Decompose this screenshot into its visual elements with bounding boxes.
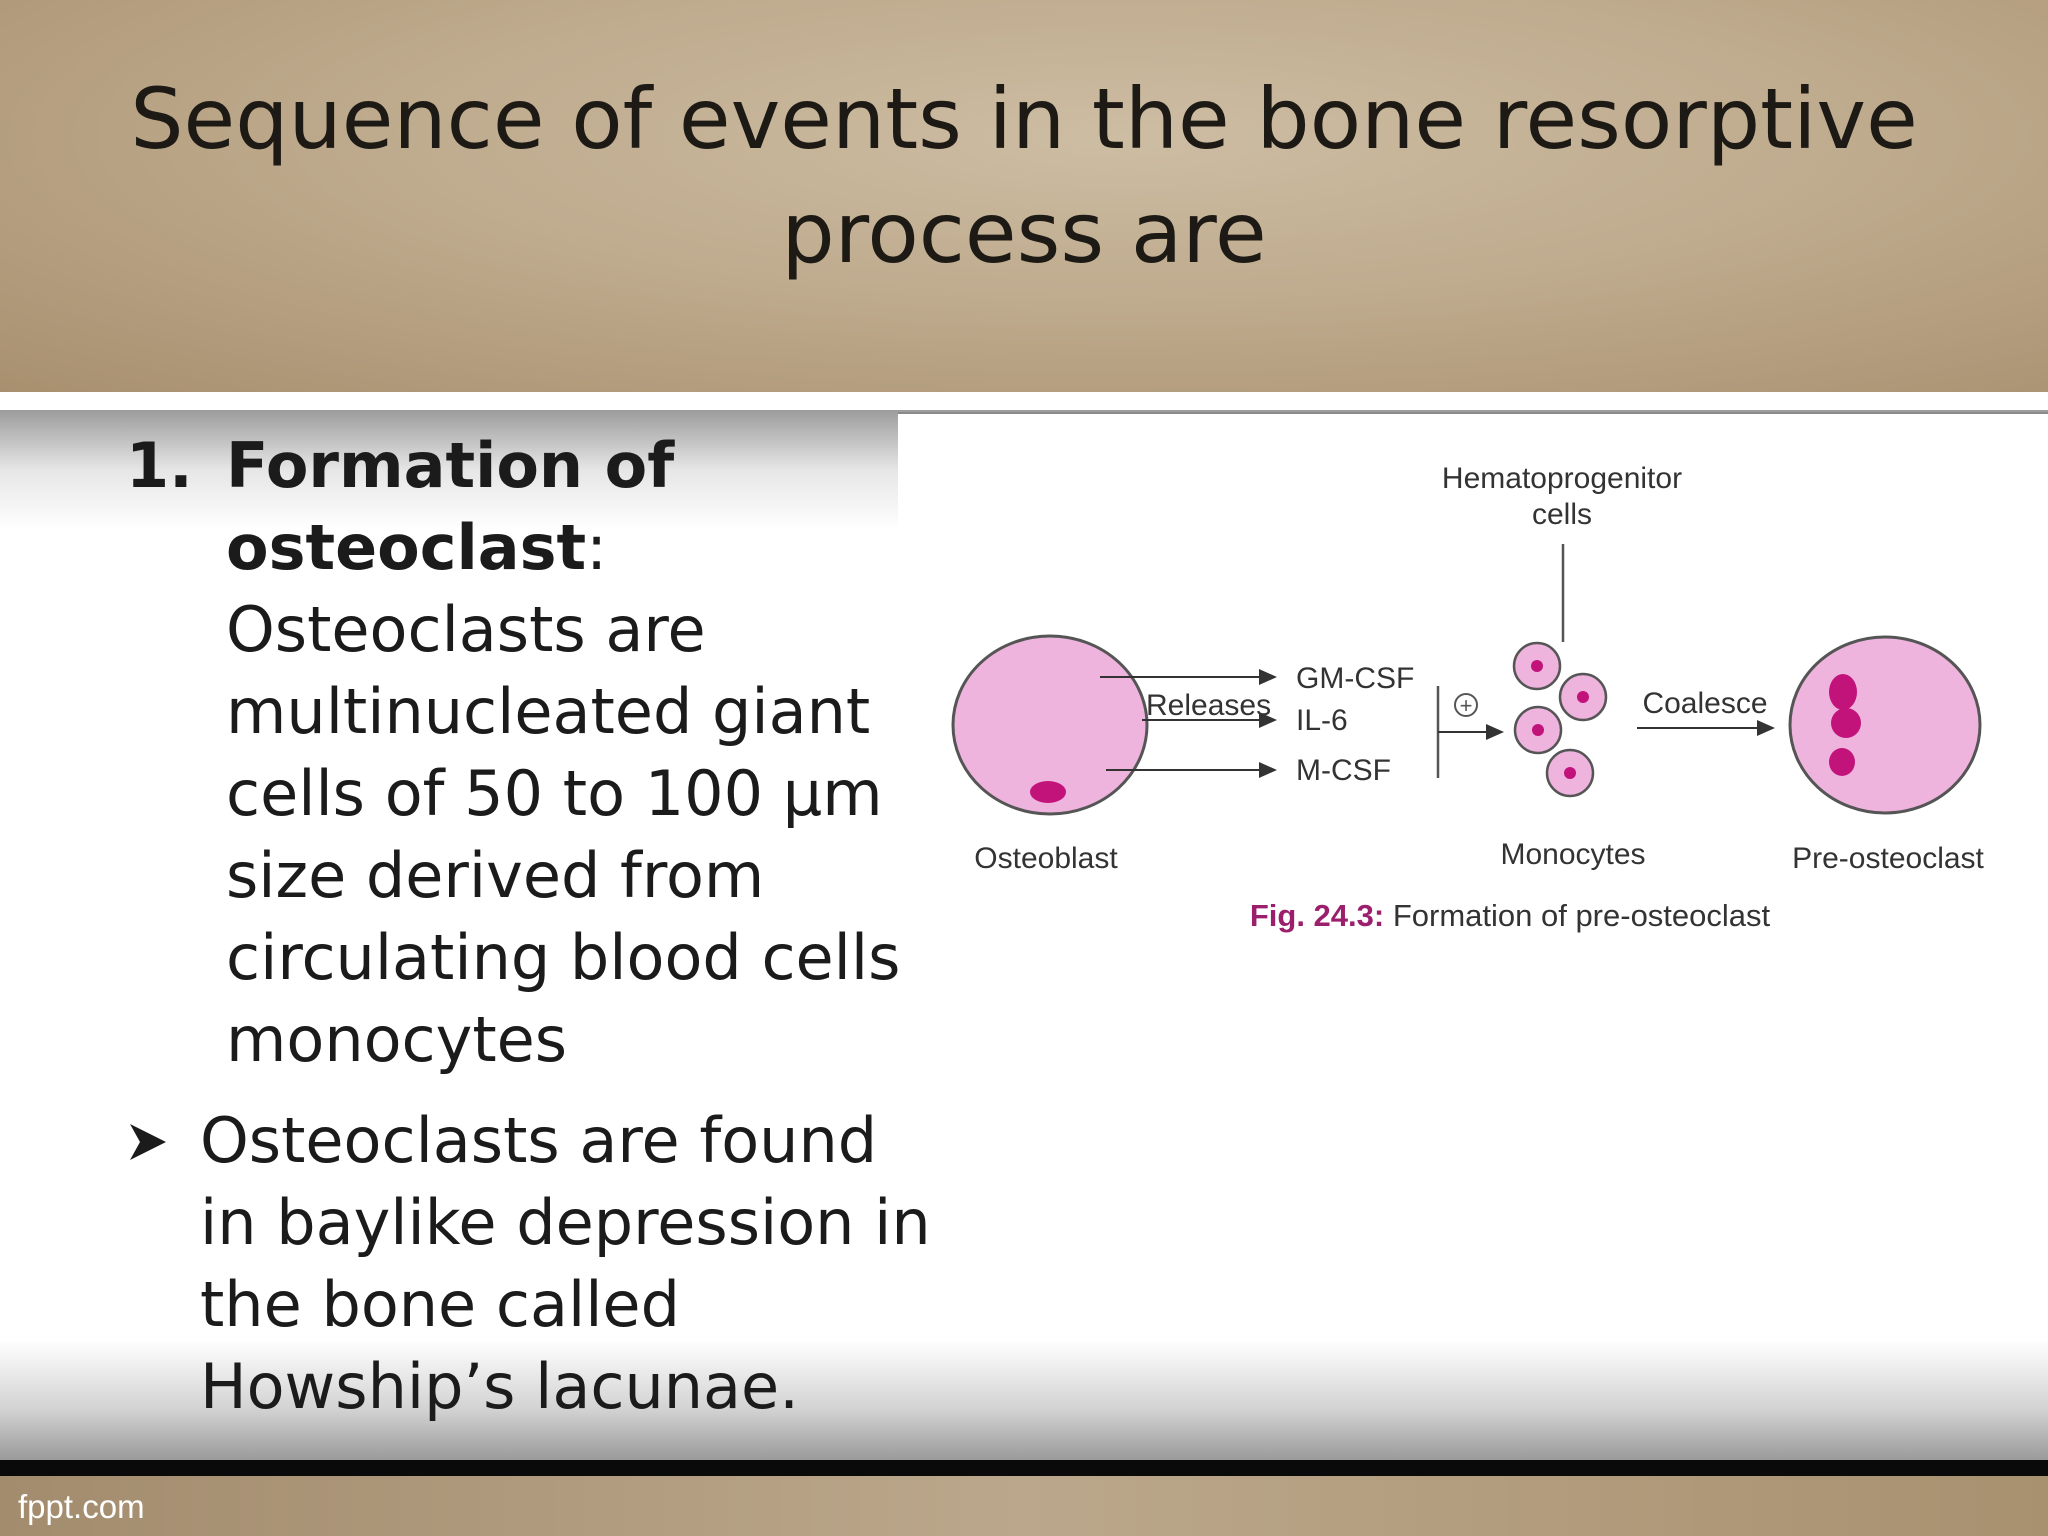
pre-osteoclast-nucleus — [1829, 748, 1855, 776]
bullet-text-line: Howship’s lacunae. — [200, 1350, 799, 1423]
point-heading-line-2: osteoclast: — [226, 507, 1006, 589]
osteoblast-label: Osteoblast — [974, 842, 1118, 875]
pre-osteoclast-nucleus — [1829, 674, 1857, 710]
coalesce-label: Coalesce — [1642, 687, 1767, 720]
point-body: Formation of osteoclast: Osteoclasts are… — [226, 425, 1006, 1081]
bullet-body: Osteoclasts are found in baylike depress… — [200, 1100, 1000, 1428]
stimulation-plus-circle — [1454, 693, 1478, 717]
releases-label: Releases — [1146, 689, 1271, 722]
osteoblast-cell — [951, 634, 1149, 816]
slide-header: Sequence of events in the bone resorptiv… — [0, 0, 2048, 392]
point-heading-term: osteoclast — [226, 511, 587, 584]
point-text-line: circulating blood cells — [226, 921, 901, 994]
figure-caption-number: Fig. 24.3: — [1250, 898, 1384, 933]
pre-osteoclast-formation-figure: Hematoprogenitor cells Osteoblast Releas… — [951, 462, 1985, 933]
pre-osteoclast-nucleus — [1831, 708, 1861, 738]
slide-title: Sequence of events in the bone resorptiv… — [0, 62, 2048, 290]
point-text-line: multinucleated giant — [226, 675, 871, 748]
point-text-line: cells of 50 to 100 μm — [226, 757, 883, 830]
arrow-bullet-icon — [130, 1124, 166, 1160]
slide-footer: fppt.com — [0, 1476, 2048, 1536]
monocyte-nucleus — [1564, 767, 1576, 779]
stimulation-plus-sign: + — [1460, 693, 1473, 718]
header-divider — [0, 392, 2048, 410]
monocyte-nucleus — [1531, 660, 1543, 672]
point-heading-colon: : — [586, 511, 608, 584]
osteoblast-nucleus — [1030, 781, 1066, 803]
pre-osteoclast-cell — [1788, 635, 1982, 815]
factor-m-csf: M-CSF — [1296, 754, 1391, 787]
title-line-1: Sequence of events in the bone resorptiv… — [130, 70, 1918, 168]
factor-gm-csf: GM-CSF — [1296, 662, 1414, 695]
point-heading-line-1: Formation of — [226, 429, 675, 502]
figure-caption-text: Formation of pre-osteoclast — [1384, 898, 1770, 933]
title-line-2: process are — [781, 184, 1267, 282]
bullet-text-line: the bone called — [200, 1268, 680, 1341]
figure-caption: Fig. 24.3: Formation of pre-osteoclast — [1250, 898, 1771, 933]
hematoprogenitor-label-line-1: Hematoprogenitor — [1442, 462, 1682, 495]
monocyte-nucleus — [1532, 724, 1544, 736]
footer-brand: fppt.com — [18, 1488, 145, 1525]
point-text-line: size derived from — [226, 839, 765, 912]
pre-osteoclast-label: Pre-osteoclast — [1792, 842, 1984, 875]
point-number: 1. — [126, 429, 193, 502]
bullet-text-line: Osteoclasts are found — [200, 1104, 878, 1177]
point-text-line: Osteoclasts are — [226, 593, 706, 666]
monocytes-label: Monocytes — [1500, 838, 1645, 871]
point-text-line: monocytes — [226, 1003, 568, 1076]
footer-divider — [0, 1460, 2048, 1476]
bullet-text-line: in baylike depression in — [200, 1186, 931, 1259]
hematoprogenitor-label-line-2: cells — [1532, 498, 1592, 531]
monocyte-nucleus — [1577, 691, 1589, 703]
factor-il-6: IL-6 — [1296, 704, 1348, 737]
